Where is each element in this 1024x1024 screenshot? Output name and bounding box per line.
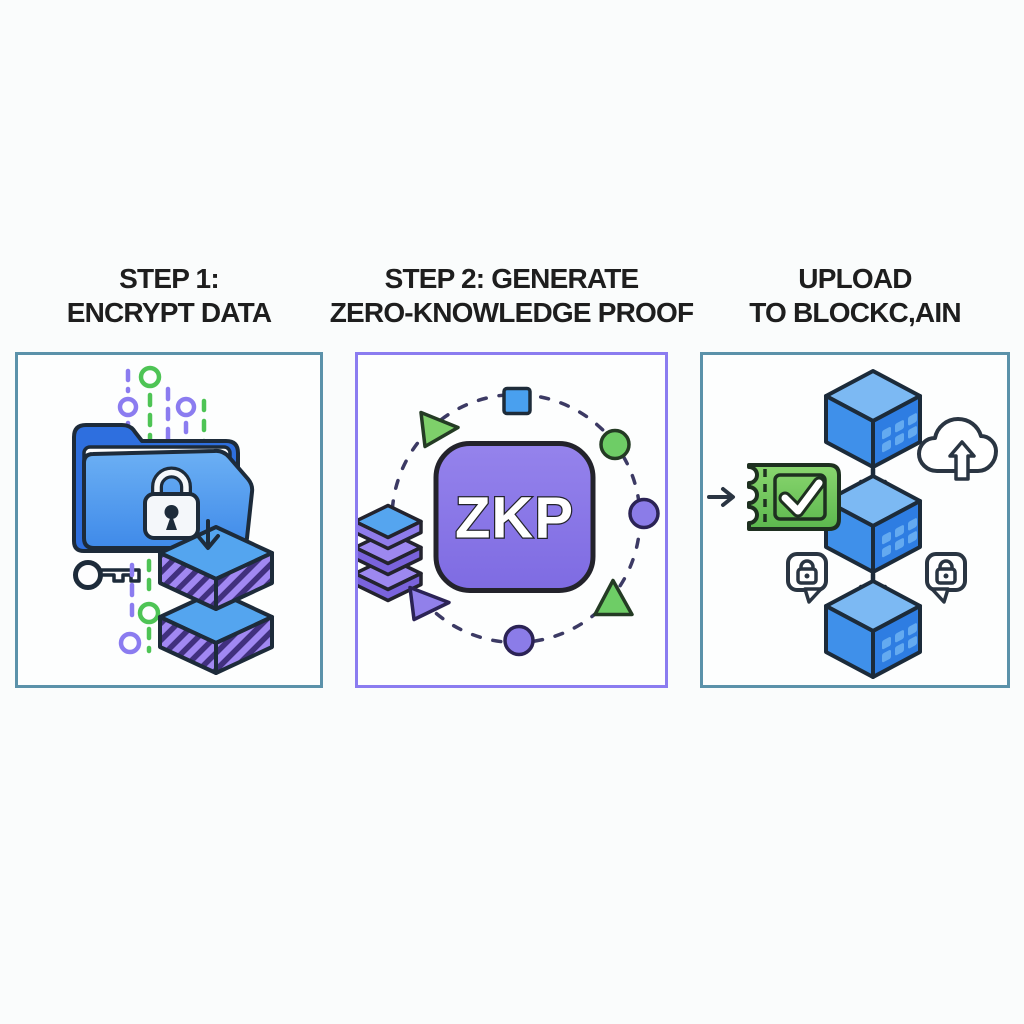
cube-grid-dots <box>882 413 917 453</box>
triangle-shape-green-topleft <box>419 410 460 449</box>
zkp-badge: ZKP <box>433 441 596 593</box>
encrypt-data-illustration <box>72 365 274 675</box>
square-shape <box>502 386 532 416</box>
cloud-upload-icon <box>917 417 998 481</box>
right-arrow-icon <box>707 487 735 507</box>
step-2-panel: ZKP <box>355 352 668 688</box>
zkp-illustration: ZKP <box>358 386 660 657</box>
cube-grid-dots <box>882 518 917 558</box>
step-3-panel <box>700 352 1010 688</box>
step-2-column: STEP 2: GENERATE ZERO-KNOWLEDGE PROOF <box>330 0 694 1024</box>
step-2-title: STEP 2: GENERATE ZERO-KNOWLEDGE PROOF <box>322 262 702 330</box>
step-3-title: UPLOAD TO BLOCKC,AIN <box>665 262 1024 330</box>
step-1-column: STEP 1: ENCRYPT DATA <box>15 0 323 1024</box>
circle-shape-purple-bottom <box>503 624 535 657</box>
step-1-title-line1: STEP 1: <box>119 263 220 294</box>
padlock-icon <box>143 466 200 540</box>
step-1-title: STEP 1: ENCRYPT DATA <box>0 262 359 330</box>
step-1-panel <box>15 352 323 688</box>
step-3-column: UPLOAD TO BLOCKC,AIN <box>700 0 1010 1024</box>
circle-shape-green-topright <box>599 428 631 461</box>
key-icon <box>73 560 141 590</box>
blockchain-cube-icon <box>824 579 922 679</box>
zkp-badge-label: ZKP <box>455 486 574 551</box>
step-3-title-line2: TO BLOCKC,AIN <box>749 297 961 328</box>
layers-icon <box>358 503 423 603</box>
step-2-title-line1: STEP 2: GENERATE <box>384 263 640 294</box>
lock-bubble-icon <box>786 552 828 604</box>
step-2-title-line2: ZERO-KNOWLEDGE PROOF <box>329 297 694 328</box>
triangle-shape-green-bottomright <box>593 578 634 617</box>
verification-ticket-icon <box>747 463 841 531</box>
step-1-title-line2: ENCRYPT DATA <box>66 297 272 328</box>
circle-shape-purple-right <box>628 497 660 530</box>
blockchain-upload-illustration <box>707 369 998 679</box>
step-3-title-line1: UPLOAD <box>798 263 912 294</box>
binary-stream-icon <box>118 558 161 655</box>
down-arrow-icon <box>196 519 220 550</box>
blockchain-cube-icon <box>824 369 922 469</box>
encrypted-data-stack-icon <box>158 525 274 675</box>
triangle-shape-purple-bottomleft <box>408 585 451 622</box>
cube-grid-dots <box>882 623 917 663</box>
lock-bubble-icon <box>925 552 967 604</box>
